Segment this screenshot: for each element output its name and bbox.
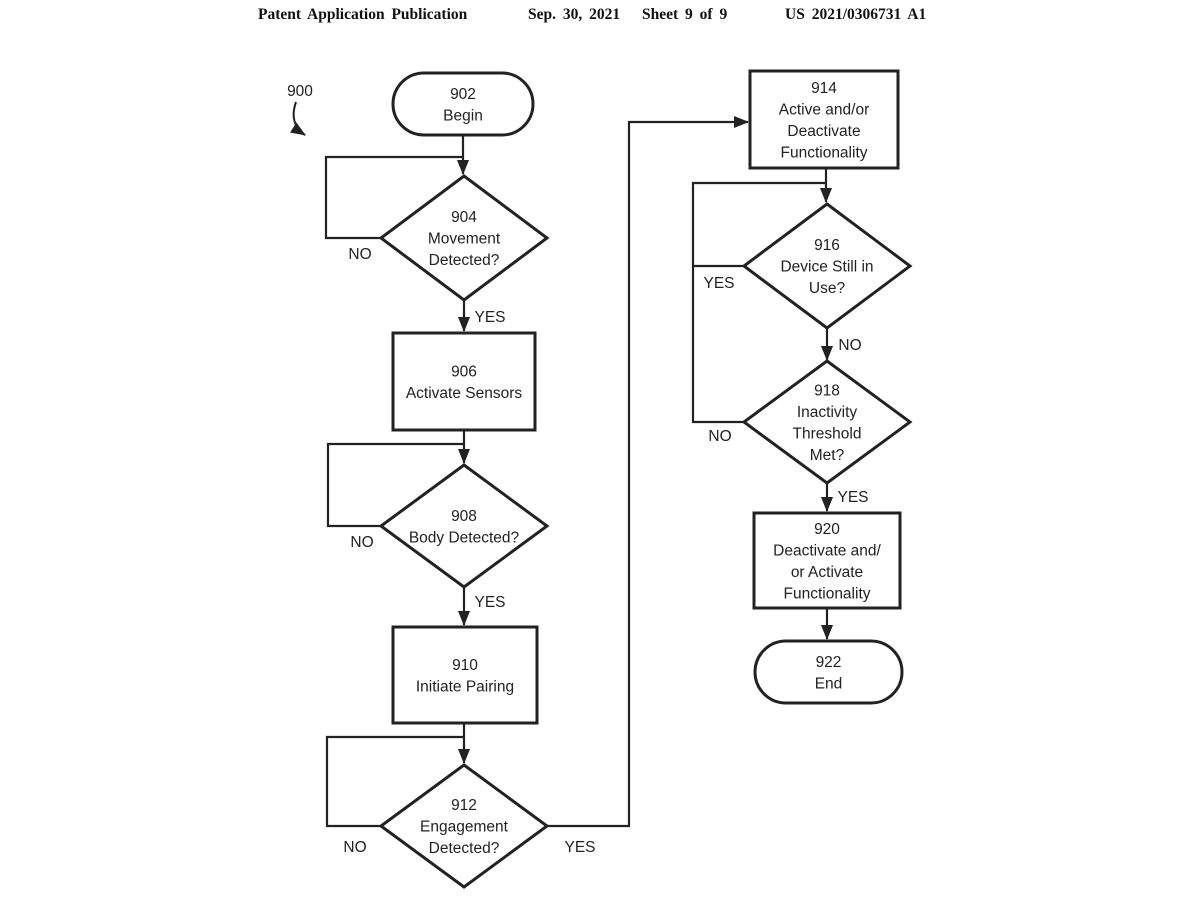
header-patent-number: US 2021/0306731 A1: [785, 6, 927, 23]
edge-label-no: NO: [708, 428, 731, 445]
body-detected-shape: [378, 463, 550, 589]
edge-label-yes: YES: [703, 275, 734, 292]
edge-label-no: NO: [343, 839, 366, 856]
inactivity-threshold-met-shape: [741, 359, 913, 485]
edge-918-no: [691, 181, 825, 424]
edge-label-no: NO: [838, 337, 861, 354]
edge-label-yes: YES: [564, 839, 595, 856]
device-still-in-use-shape: [741, 202, 913, 330]
header-date: Sep. 30, 2021: [528, 6, 621, 23]
deactivate-activate-functionality-shape: [752, 511, 902, 610]
end-shape: [753, 639, 904, 705]
edge-label-yes: YES: [474, 594, 505, 611]
edges-layer: [324, 116, 833, 828]
edge-label-yes: YES: [837, 489, 868, 506]
figure-label: 900: [287, 83, 313, 100]
figure-label-arrow: [289, 101, 306, 136]
edge-label-yes: YES: [474, 309, 505, 326]
engagement-detected-shape: [378, 763, 550, 889]
edge-912-no: [325, 735, 463, 828]
movement-detected-shape: [378, 174, 550, 302]
edge-904-no: [324, 155, 462, 240]
edge-labels-layer: NO YES NO YES NO YES YES NO NO YES: [343, 246, 868, 856]
edge-908-no: [326, 442, 463, 528]
page-header: Patent Application Publication Sep. 30, …: [0, 0, 1200, 30]
header-publication-label: Patent Application Publication: [258, 6, 468, 23]
activate-sensors-shape: [391, 331, 537, 432]
edge-912-yes: [547, 116, 749, 828]
header-sheet-number: Sheet 9 of 9: [642, 6, 728, 23]
edge-label-no: NO: [350, 534, 373, 551]
figure-label-group: 900: [287, 83, 313, 136]
edge-label-no: NO: [348, 246, 371, 263]
activate-deactivate-functionality-shape: [748, 69, 900, 170]
begin-shape: [391, 71, 535, 137]
initiate-pairing-shape: [391, 625, 539, 725]
